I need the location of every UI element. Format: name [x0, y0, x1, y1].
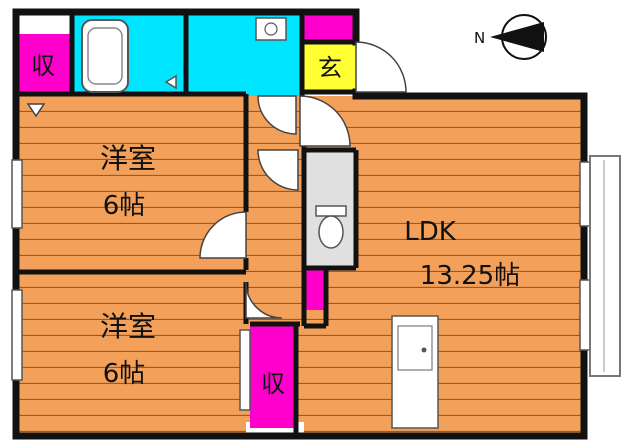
- storage-top-right: [304, 12, 356, 42]
- western-room-top-label: 洋室: [100, 142, 156, 175]
- western-room-top-size: 6帖: [103, 191, 146, 221]
- balcony: [589, 155, 621, 377]
- compass-north-label: N: [474, 29, 485, 47]
- toilet-icon: [315, 205, 347, 249]
- western-room-bottom-label: 洋室: [100, 310, 156, 343]
- ldk-floor-lower: [304, 256, 584, 434]
- storage-top-left-label: 収: [31, 52, 55, 80]
- ldk-size: 13.25帖: [420, 261, 520, 291]
- western-room-bottom-floor: [16, 272, 246, 434]
- entrance: [304, 42, 356, 92]
- storage-bottom: [250, 324, 296, 428]
- windows: [11, 159, 591, 411]
- storage-small: [304, 268, 326, 310]
- bath-drain-marker: [164, 74, 177, 90]
- entrance-label: 玄: [318, 54, 342, 82]
- storage-bottom-label: 収: [261, 370, 285, 398]
- washbasin-icon: [255, 17, 287, 41]
- western-room-bottom-size: 6帖: [103, 359, 146, 389]
- door-swings: [199, 41, 407, 319]
- compass-icon: N: [474, 14, 547, 60]
- kitchen-counter-icon: [391, 315, 439, 429]
- storage-top-left: [16, 34, 70, 94]
- storage-marker-icon: [26, 103, 46, 118]
- bathtub-icon: [81, 19, 129, 93]
- ldk-label: LDK: [404, 217, 457, 247]
